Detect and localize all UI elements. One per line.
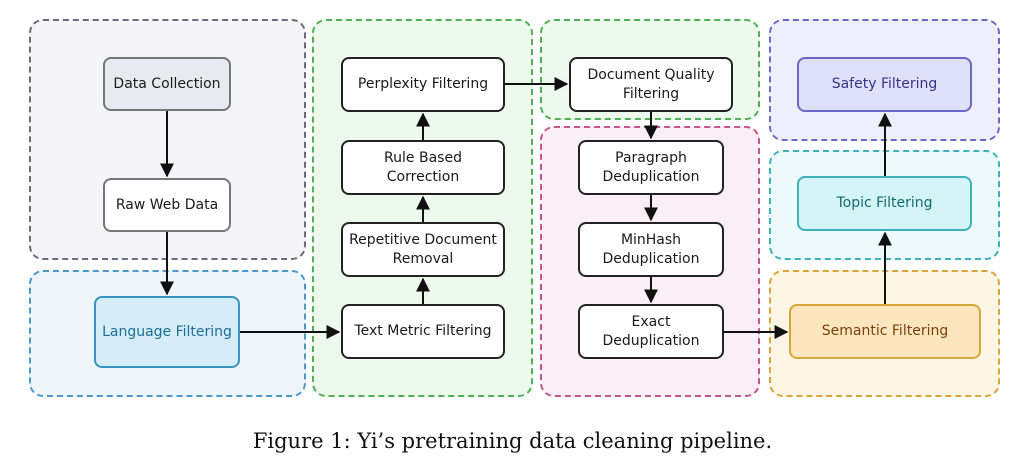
node-perplexity-filtering: Perplexity Filtering <box>341 57 505 112</box>
node-rule-based-correction: Rule Based Correction <box>341 140 505 195</box>
node-text-metric-filtering: Text Metric Filtering <box>341 304 505 359</box>
figure-caption: Figure 1: Yi’s pretraining data cleaning… <box>252 429 773 453</box>
node-paragraph-deduplication: Paragraph Deduplication <box>578 140 724 195</box>
node-language-filtering: Language Filtering <box>94 296 240 368</box>
node-exact-deduplication: Exact Deduplication <box>578 304 724 359</box>
node-data-collection: Data Collection <box>103 57 231 111</box>
node-repetitive-document-removal: Repetitive Document Removal <box>341 222 505 277</box>
node-document-quality-filtering: Document Quality Filtering <box>569 57 733 112</box>
node-safety-filtering: Safety Filtering <box>797 57 972 112</box>
node-topic-filtering: Topic Filtering <box>797 176 972 231</box>
node-minhash-deduplication: MinHash Deduplication <box>578 222 724 277</box>
node-semantic-filtering: Semantic Filtering <box>789 304 981 359</box>
node-raw-web-data: Raw Web Data <box>103 178 231 232</box>
